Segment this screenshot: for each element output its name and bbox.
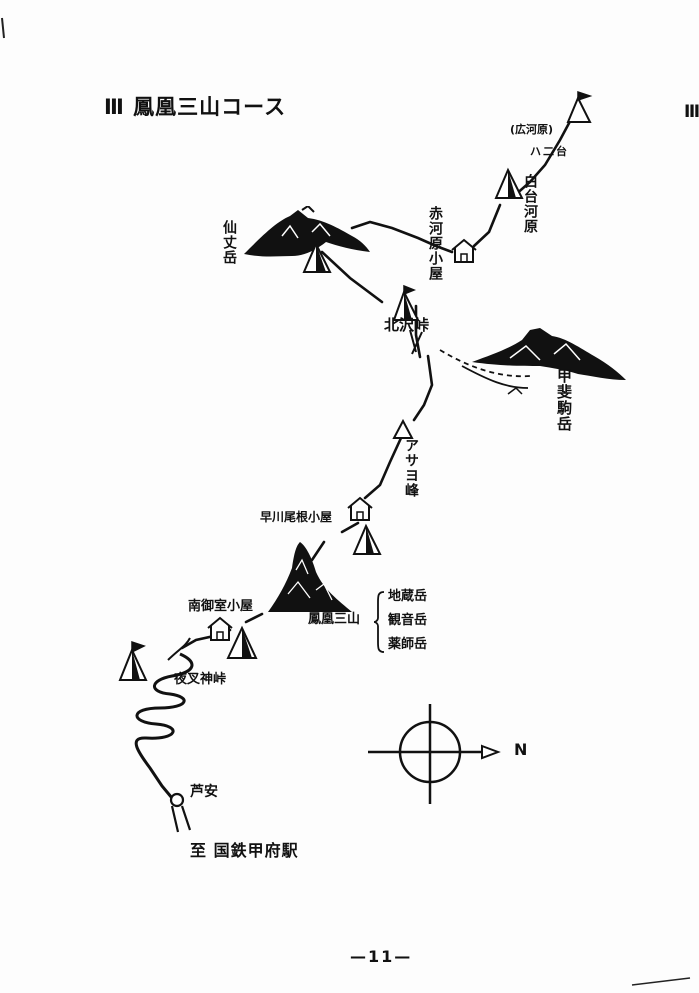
hoo-summit-icon bbox=[226, 625, 258, 659]
minami-oshi-hut-icon bbox=[207, 616, 233, 641]
spur-arrow bbox=[507, 387, 523, 395]
page-title: Ⅲ 鳳凰三山コース bbox=[104, 95, 287, 119]
spur-kaikoma-return bbox=[461, 365, 529, 389]
hirogawara-flag-icon bbox=[566, 90, 593, 123]
hoo-sanzan-mountain-icon bbox=[268, 542, 352, 612]
hirokawara-hut-icon bbox=[451, 238, 477, 263]
kaikomagatake-mountain-icon bbox=[472, 328, 626, 380]
margin-mark bbox=[1, 17, 5, 39]
shirakawara-summit-icon bbox=[494, 167, 524, 199]
label-hirogawara: (広河原) bbox=[510, 123, 554, 136]
label-kannon: 観音岳 bbox=[388, 613, 428, 628]
spur-kaikoma bbox=[439, 349, 531, 378]
label-yakushi: 薬師岳 bbox=[388, 637, 428, 652]
label-kitazawa-toge: 北沢峠 bbox=[384, 316, 430, 334]
label-minami-oshi-hut: 南御室小屋 bbox=[188, 599, 254, 614]
label-senjogatake: 仙丈岳 bbox=[221, 220, 237, 265]
label-hoo-sanzan: 鳳凰三山 bbox=[308, 612, 361, 627]
label-ashiyasu: 芦安 bbox=[190, 784, 218, 800]
label-asayo-mine: アサヨ峰 bbox=[403, 438, 419, 498]
label-hirokawara-hut: 赤河原小屋 bbox=[427, 206, 443, 281]
asayo-summit-icon bbox=[392, 418, 414, 439]
compass-rose-icon bbox=[368, 704, 501, 804]
peaks-bracket bbox=[374, 591, 385, 653]
descent-spur bbox=[167, 637, 191, 661]
kitazawa-flag-icon bbox=[392, 284, 420, 321]
trail-route bbox=[180, 110, 577, 650]
label-destination: 至 国鉄甲府駅 bbox=[190, 841, 299, 860]
senjogatake-summit-icon bbox=[302, 241, 332, 273]
label-jizo: 地蔵岳 bbox=[388, 589, 428, 604]
hayakawa-hut-icon bbox=[347, 496, 373, 521]
hayakawa-summit-icon bbox=[352, 523, 382, 555]
margin-mark bbox=[631, 977, 691, 986]
label-shirane-oike: ハ二台 bbox=[530, 145, 569, 158]
pass-crossing bbox=[409, 329, 423, 355]
yasha-flag-icon bbox=[118, 640, 148, 681]
ashiyasu-point bbox=[169, 792, 185, 808]
road-to-kofu bbox=[170, 805, 192, 833]
descent-switchbacks bbox=[134, 652, 194, 799]
compass-north-label: N bbox=[514, 740, 528, 759]
label-yasha-toge: 夜叉神峠 bbox=[174, 672, 227, 687]
label-shirakawara: 白台河原 bbox=[522, 174, 538, 234]
senjogatake-mountain-icon bbox=[244, 206, 370, 257]
label-hayakawa-hut: 早川尾根小屋 bbox=[260, 510, 333, 524]
page-number: —11— bbox=[350, 947, 413, 966]
label-kaikomagatake: 甲斐駒岳 bbox=[555, 368, 573, 432]
edge-section-mark: Ⅲ bbox=[684, 102, 699, 122]
